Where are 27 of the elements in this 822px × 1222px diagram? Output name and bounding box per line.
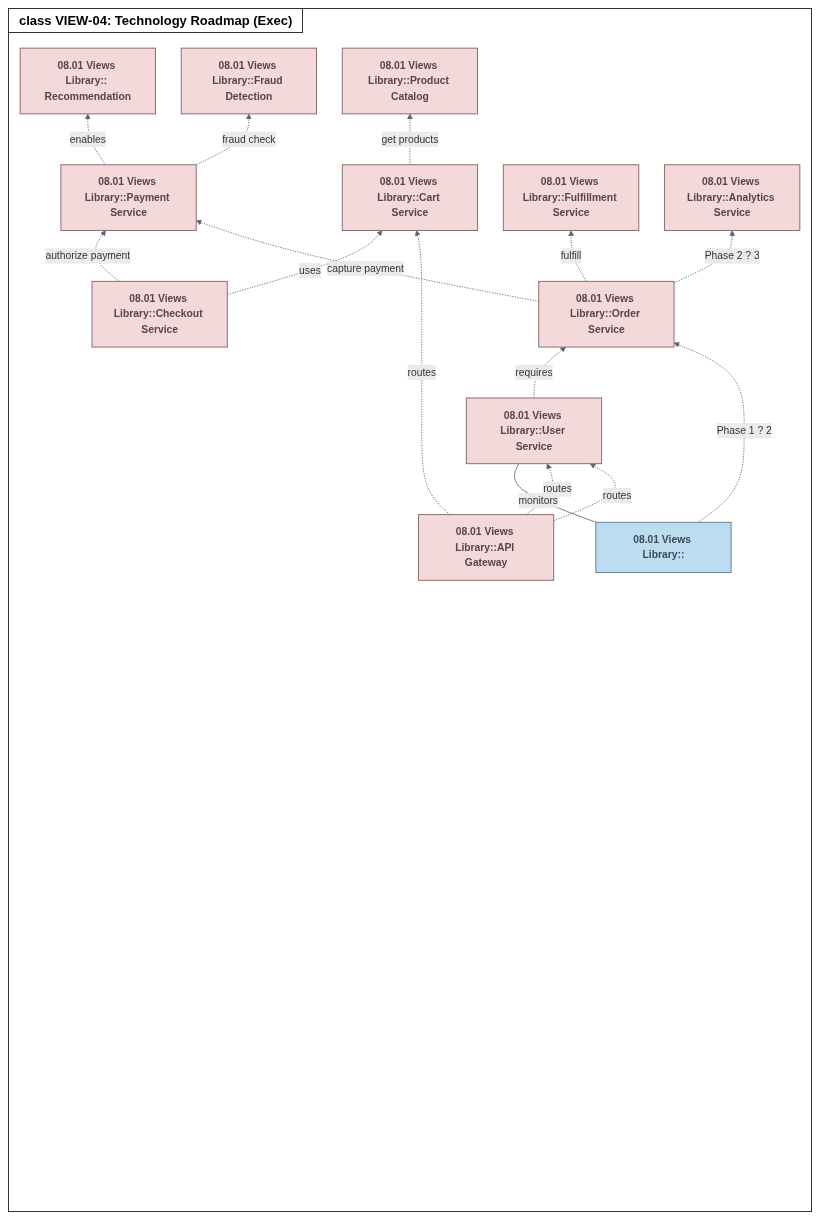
node-box: 08.01 Views Library::Checkout Service	[91, 280, 228, 348]
edge-label: uses	[299, 264, 321, 276]
edge-label: fulfill	[560, 250, 582, 262]
diagram-title: class VIEW-04: Technology Roadmap (Exec)	[9, 9, 304, 33]
edge-label: monitors	[518, 495, 558, 506]
node-box: 08.01 Views Library::Fraud Detection	[180, 47, 317, 115]
edge-label: get products	[381, 133, 439, 145]
edge-label: enables	[69, 133, 106, 145]
node-box: 08.01 Views Library::Analytics Service	[664, 164, 801, 231]
node-box: 08.01 Views Library::	[595, 521, 732, 574]
node-box: 08.01 Views Library:: Recommendation	[19, 47, 156, 115]
edge-label: capture payment	[327, 262, 404, 274]
node-box: 08.01 Views Library::API Gateway	[417, 514, 555, 581]
node-box: 08.01 Views Library::Order Service	[538, 280, 675, 348]
node-box: 08.01 Views Library::Fulfillment Service	[502, 164, 640, 231]
edge-label: authorize payment	[45, 250, 131, 262]
edge-label: requires	[515, 366, 553, 378]
node-box: 08.01 Views Library::Cart Service	[341, 164, 479, 231]
node-box: 08.01 Views Library::Product Catalog	[341, 47, 479, 115]
node-box: 08.01 Views Library::Payment Service	[60, 164, 197, 231]
edge-label: Phase 2 ? 3	[704, 250, 760, 262]
edge-label: Phase 1 ? 2	[716, 425, 772, 436]
edge-label: fraud check	[222, 133, 276, 145]
edge-label: routes	[543, 483, 572, 495]
edge-label: routes	[602, 489, 632, 501]
node-box: 08.01 Views Library::User Service	[465, 397, 603, 465]
edge-label: routes	[407, 366, 437, 378]
